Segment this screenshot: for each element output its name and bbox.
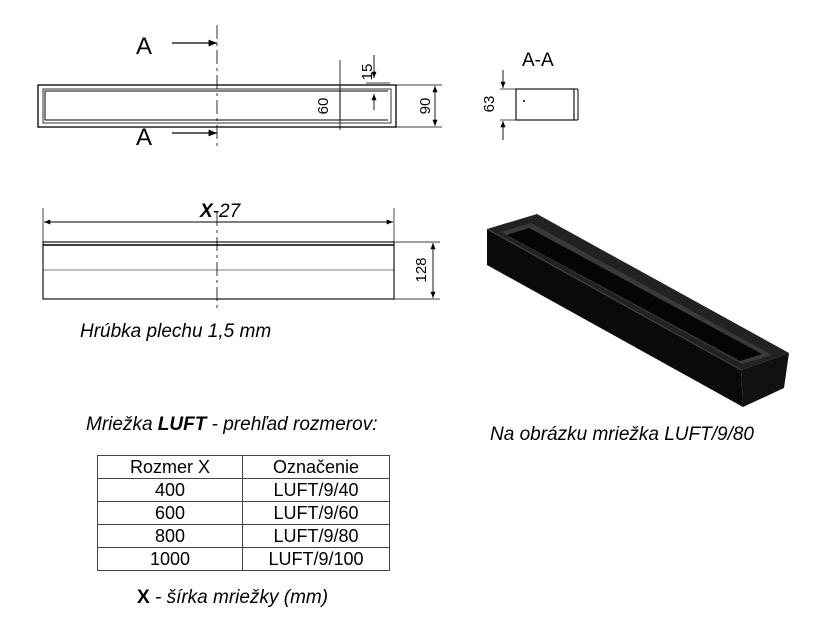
width-dimension-label: X-27 — [199, 201, 242, 222]
top-view-opening — [44, 90, 341, 121]
sheet-thickness-note: Hrúbka plechu 1,5 mm — [80, 321, 272, 342]
designation-cell: LUFT/9/60 — [242, 501, 390, 525]
table-row: 400 LUFT/9/40 — [97, 478, 390, 502]
cross-section: A-A 63 — [481, 50, 579, 140]
section-label-bottom: A — [136, 124, 152, 151]
top-view: A A 15 60 90 — [37, 25, 442, 151]
dim-128-label: 128 — [413, 257, 430, 282]
dim-90-label: 90 — [417, 98, 434, 115]
photo-caption: Na obrázku mriežka LUFT/9/80 — [490, 424, 754, 445]
grille-front-face — [487, 229, 743, 407]
table-row: 600 LUFT/9/60 — [97, 501, 390, 525]
grille-end-face — [741, 353, 789, 407]
dim-60-label: 60 — [315, 98, 332, 115]
width-footnote: X - šírka mriežky (mm) — [137, 587, 329, 608]
dim-15-label: 15 — [359, 64, 376, 81]
grille-render — [486, 214, 789, 407]
designation-cell: LUFT/9/80 — [242, 524, 390, 548]
front-view-outline — [42, 241, 395, 300]
dim-63-label: 63 — [481, 96, 498, 113]
front-view: X-27 128 — [42, 201, 440, 312]
size-cell: 600 — [97, 501, 243, 525]
cross-section-title: A-A — [522, 50, 554, 71]
designation-cell: LUFT/9/40 — [242, 478, 390, 502]
designation-cell: LUFT/9/100 — [242, 547, 390, 571]
size-table: Rozmer X Označenie 400 LUFT/9/40 600 LUF… — [97, 455, 390, 571]
size-cell: 1000 — [97, 547, 243, 571]
table-title: Mriežka LUFT - prehľad rozmerov: — [86, 414, 378, 435]
table-row: 1000 LUFT/9/100 — [97, 547, 390, 571]
header-designation: Označenie — [242, 455, 390, 479]
table-header-row: Rozmer X Označenie — [97, 455, 390, 479]
cross-section-profile — [515, 88, 575, 121]
table-row: 800 LUFT/9/80 — [97, 524, 390, 548]
size-cell: 800 — [97, 524, 243, 548]
size-cell: 400 — [97, 478, 243, 502]
header-size: Rozmer X — [97, 455, 243, 479]
section-label-top: A — [136, 33, 152, 60]
